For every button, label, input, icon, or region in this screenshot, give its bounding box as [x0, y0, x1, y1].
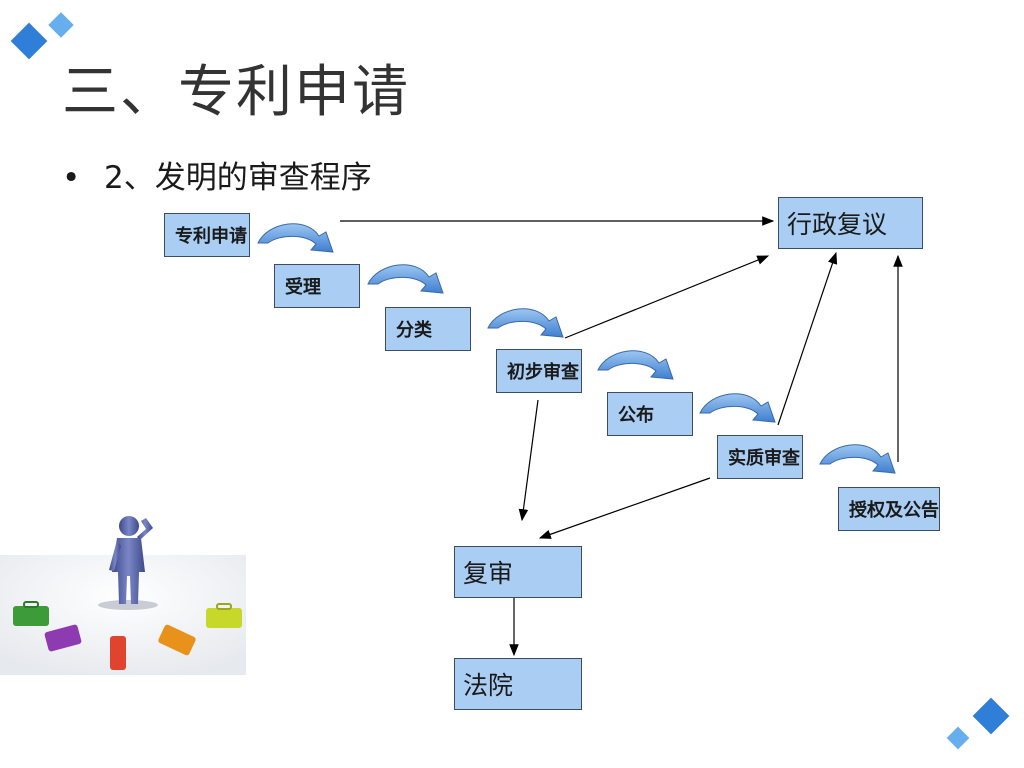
arrow-substantive-to-admin-review	[777, 251, 838, 426]
arrow-classification-to-admin-review	[564, 255, 770, 339]
curved-arrow-5	[699, 393, 776, 423]
curved-arrow-2	[367, 264, 444, 294]
node-substantive-examination: 实质审查	[717, 435, 803, 479]
node-classification: 分类	[385, 307, 471, 351]
node-acceptance: 受理	[274, 264, 360, 308]
suitcases	[13, 601, 242, 670]
node-patent-application: 专利申请	[164, 213, 250, 257]
bullet-marker: •	[62, 160, 81, 196]
node-court: 法院	[454, 658, 582, 710]
node-grant-announcement: 授权及公告	[838, 487, 940, 531]
node-publication: 公布	[607, 392, 693, 436]
thinking-person-figure	[109, 516, 153, 604]
node-preliminary-examination: 初步审查	[496, 349, 582, 393]
curved-arrow-3	[487, 308, 564, 338]
curved-arrow-6	[819, 444, 896, 474]
curved-arrow-1	[257, 223, 334, 253]
curved-arrow-4	[597, 350, 674, 380]
slide-subtitle: • 2、发明的审查程序	[62, 156, 372, 200]
arrow-substantive-to-reexamination	[538, 477, 711, 539]
node-reexamination: 复审	[454, 546, 582, 598]
subtitle-text: 2、发明的审查程序	[104, 160, 372, 196]
arrow-preliminary-to-reexamination	[518, 399, 539, 522]
bottom-right-diamond-icon	[946, 697, 1010, 750]
node-administrative-review: 行政复议	[778, 197, 923, 249]
slide-title: 三、专利申请	[62, 60, 410, 125]
curved-step-arrows	[257, 223, 896, 474]
